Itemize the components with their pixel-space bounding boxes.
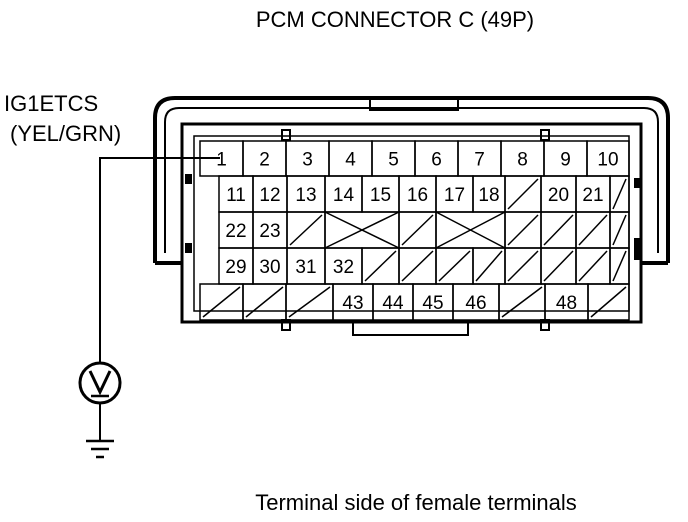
terminal-label: 3	[302, 150, 313, 171]
blank-slot-mark	[543, 250, 574, 282]
blank-slot-mark	[289, 214, 323, 246]
terminal-label: 12	[259, 185, 280, 206]
terminal-label: 8	[517, 150, 528, 171]
terminal-label: 10	[597, 150, 618, 171]
blank-slot-mark	[401, 214, 434, 246]
wire-color: (YEL/GRN)	[10, 121, 121, 146]
blank-slot-mark	[578, 250, 608, 282]
probe-wire	[99, 157, 220, 362]
blank-slot-mark	[245, 286, 284, 318]
blank-slot-mark	[202, 286, 241, 318]
terminal-label: 9	[560, 150, 571, 171]
blank-slot-mark	[507, 178, 539, 210]
blank-slot-mark	[438, 250, 471, 282]
blank-slot-mark	[435, 211, 506, 249]
connector-housing	[153, 96, 670, 336]
blank-slot-mark	[612, 178, 627, 210]
terminal-label: 15	[370, 185, 391, 206]
terminal-label: 30	[259, 257, 280, 278]
terminal-label: 45	[422, 293, 443, 314]
terminal-label: 44	[382, 293, 404, 314]
terminal-label: 17	[444, 185, 465, 206]
terminal-label: 11	[226, 185, 246, 206]
voltmeter-icon	[78, 361, 122, 405]
ground-icon	[86, 403, 114, 459]
blank-slot-mark	[507, 250, 539, 282]
signal-name: IG1ETCS	[4, 91, 98, 116]
terminal-label: 6	[431, 150, 442, 171]
terminal-label: 46	[465, 293, 486, 314]
terminal-label: 20	[548, 185, 569, 206]
terminal-label: 23	[259, 221, 280, 242]
terminal-label: 16	[407, 185, 428, 206]
diagram-caption: Terminal side of female terminals	[255, 490, 577, 515]
blank-slot-mark	[612, 214, 627, 246]
terminal-label: 21	[582, 185, 603, 206]
blank-slot-mark	[501, 286, 543, 318]
blank-slot-mark	[324, 211, 400, 249]
terminal-label: 2	[259, 150, 270, 171]
terminal-label: 48	[556, 293, 577, 314]
terminal-label: 32	[333, 257, 354, 278]
terminal-label: 1	[216, 150, 227, 171]
terminal-label: 4	[345, 150, 356, 171]
blank-slot-mark	[578, 214, 608, 246]
blank-slot-mark	[401, 250, 434, 282]
blank-slot-mark	[475, 250, 503, 282]
terminal-label: 18	[478, 185, 499, 206]
blank-slot-mark	[364, 250, 397, 282]
terminal-label: 43	[342, 293, 363, 314]
blank-slot-mark	[612, 250, 627, 282]
terminal-label: 5	[388, 150, 399, 171]
terminal-label: 29	[225, 257, 246, 278]
terminal-label: 7	[474, 150, 485, 171]
terminal-label: 14	[333, 185, 355, 206]
terminal-label: 13	[295, 185, 316, 206]
terminal-label: 22	[225, 221, 246, 242]
diagram-title: PCM CONNECTOR C (49P)	[256, 7, 534, 32]
blank-slot-mark	[590, 286, 627, 318]
blank-slot-mark	[507, 214, 539, 246]
terminal-label: 31	[295, 257, 316, 278]
blank-slot-mark	[288, 286, 331, 318]
blank-slot-mark	[543, 214, 574, 246]
blank-slot	[587, 283, 630, 321]
